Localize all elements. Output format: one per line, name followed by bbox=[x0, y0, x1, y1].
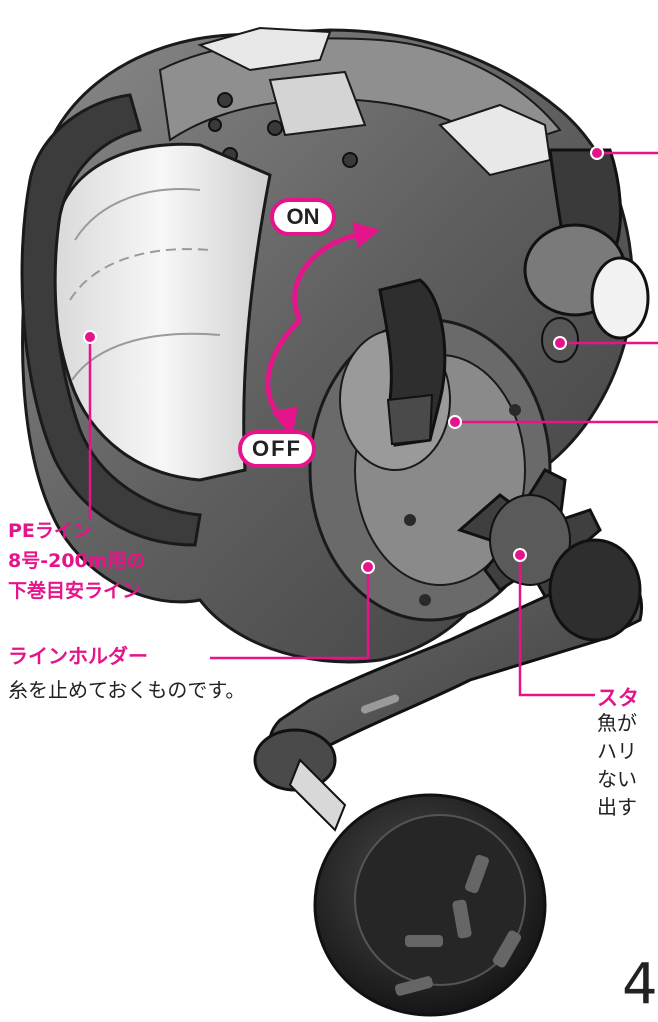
callout-dots bbox=[83, 146, 604, 574]
line-holder-title: ラインホルダー bbox=[8, 644, 148, 668]
switch-lever bbox=[378, 278, 447, 447]
star-drag-desc-4: 出す bbox=[597, 795, 637, 819]
upper-lever bbox=[523, 148, 650, 363]
on-text: ON bbox=[287, 204, 320, 229]
spool bbox=[20, 93, 272, 547]
pe-line-1: PEライン bbox=[8, 520, 92, 542]
page-number: 4 bbox=[622, 952, 658, 1017]
pe-line-3: 下巻目安ライン bbox=[8, 580, 142, 602]
star-drag-title: スタ bbox=[597, 686, 639, 710]
handle-knob bbox=[313, 793, 547, 1017]
star-drag-desc-3: ない bbox=[597, 767, 637, 791]
pe-line-2: 8号-200m用の bbox=[8, 550, 146, 572]
pe-line-label: PEライン 8号-200m用の 下巻目安ライン bbox=[8, 516, 146, 606]
off-text: OFF bbox=[252, 436, 302, 461]
off-label: OFF bbox=[238, 430, 316, 468]
star-drag-desc-2: ハリ bbox=[597, 739, 637, 763]
callout-lines bbox=[88, 151, 658, 697]
on-label: ON bbox=[270, 198, 336, 236]
star-drag-desc-1: 魚が bbox=[597, 711, 637, 735]
star-drag-desc: 魚が ハリ ない 出す bbox=[597, 709, 637, 821]
handle-arm bbox=[253, 538, 643, 832]
line-holder-desc: 糸を止めておくものです。 bbox=[8, 678, 246, 702]
